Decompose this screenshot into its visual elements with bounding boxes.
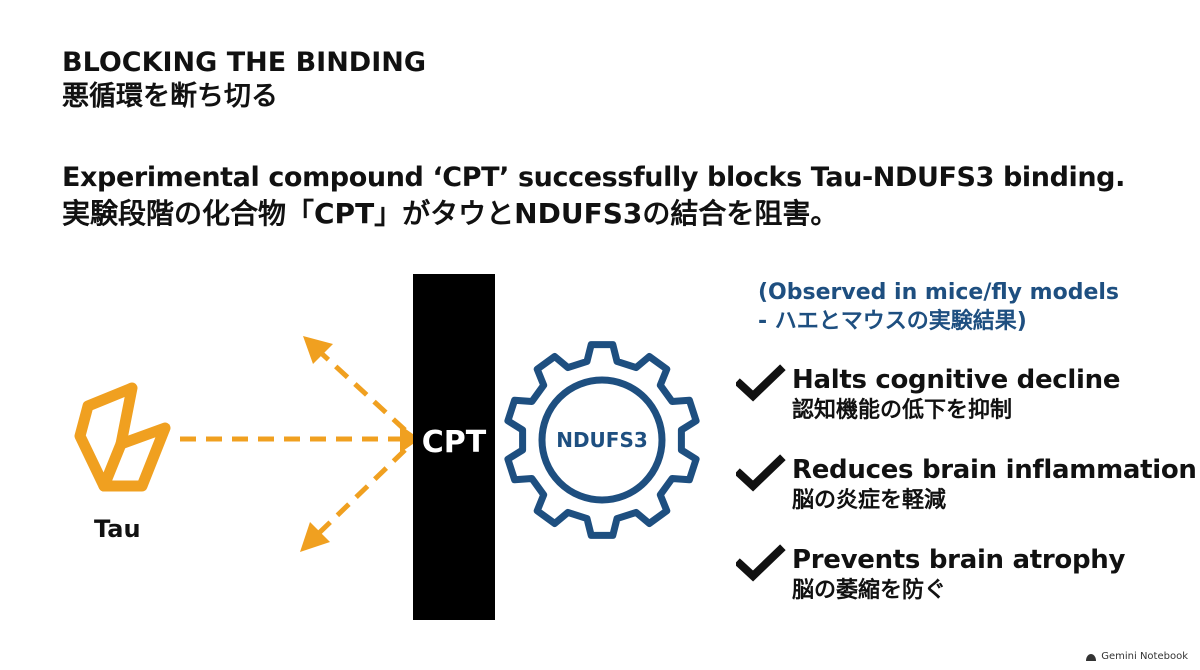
check-icon	[736, 544, 786, 582]
subtitle-block: Experimental compound ‘CPT’ successfully…	[62, 160, 1125, 232]
observed-note: (Observed in mice/fly models - ハエとマウスの実験…	[758, 278, 1119, 336]
title-en: BLOCKING THE BINDING	[62, 47, 427, 78]
ndufs3-label: NDUFS3	[556, 428, 648, 452]
subtitle-jp: 実験段階の化合物「CPT」がタウとNDUFS3の結合を阻害。	[62, 197, 839, 230]
benefit-en: Reduces brain inflammation	[792, 455, 1197, 485]
deflect-arrow-down	[316, 448, 407, 536]
title-jp: 悪循環を断ち切る	[62, 81, 278, 112]
deflect-arrow-up	[318, 350, 407, 432]
tau-label: Tau	[94, 515, 141, 543]
tau-protein-icon	[74, 382, 171, 492]
benefit-text: Reduces brain inflammation 脳の炎症を軽減	[792, 454, 1197, 516]
benefit-item: Reduces brain inflammation 脳の炎症を軽減	[736, 454, 1197, 544]
benefit-en: Halts cognitive decline	[792, 365, 1121, 395]
cpt-label: CPT	[421, 425, 487, 460]
title-block: BLOCKING THE BINDING 悪循環を断ち切る	[62, 46, 426, 114]
brand-icon	[1086, 653, 1097, 661]
benefit-jp: 脳の炎症を軽減	[792, 488, 947, 513]
footer-brand: Gemini Notebook	[1085, 651, 1188, 662]
benefit-jp: 脳の萎縮を防ぐ	[792, 578, 947, 603]
benefits-list: Halts cognitive decline 認知機能の低下を抑制 Reduc…	[736, 364, 1197, 634]
benefit-jp: 認知機能の低下を抑制	[792, 398, 1013, 423]
deflect-arrowhead-down	[300, 522, 330, 552]
benefit-en: Prevents brain atrophy	[792, 545, 1126, 575]
check-icon	[736, 454, 786, 492]
check-icon	[736, 364, 786, 402]
footer-brand-text: Gemini Notebook	[1101, 651, 1188, 662]
benefit-text: Prevents brain atrophy 脳の萎縮を防ぐ	[792, 544, 1125, 606]
benefit-item: Halts cognitive decline 認知機能の低下を抑制	[736, 364, 1197, 454]
gear-icon	[504, 341, 700, 539]
benefit-item: Prevents brain atrophy 脳の萎縮を防ぐ	[736, 544, 1197, 634]
cpt-blocker-bar	[413, 274, 495, 620]
benefit-text: Halts cognitive decline 認知機能の低下を抑制	[792, 364, 1120, 426]
observed-line-2: - ハエとマウスの実験結果)	[758, 309, 1027, 334]
deflect-arrowhead-up	[303, 336, 333, 364]
observed-line-1: (Observed in mice/fly models	[758, 280, 1120, 305]
subtitle-en: Experimental compound ‘CPT’ successfully…	[62, 162, 1125, 193]
tau-approach-arrowhead	[400, 425, 420, 453]
deflected-arrows	[300, 336, 407, 552]
